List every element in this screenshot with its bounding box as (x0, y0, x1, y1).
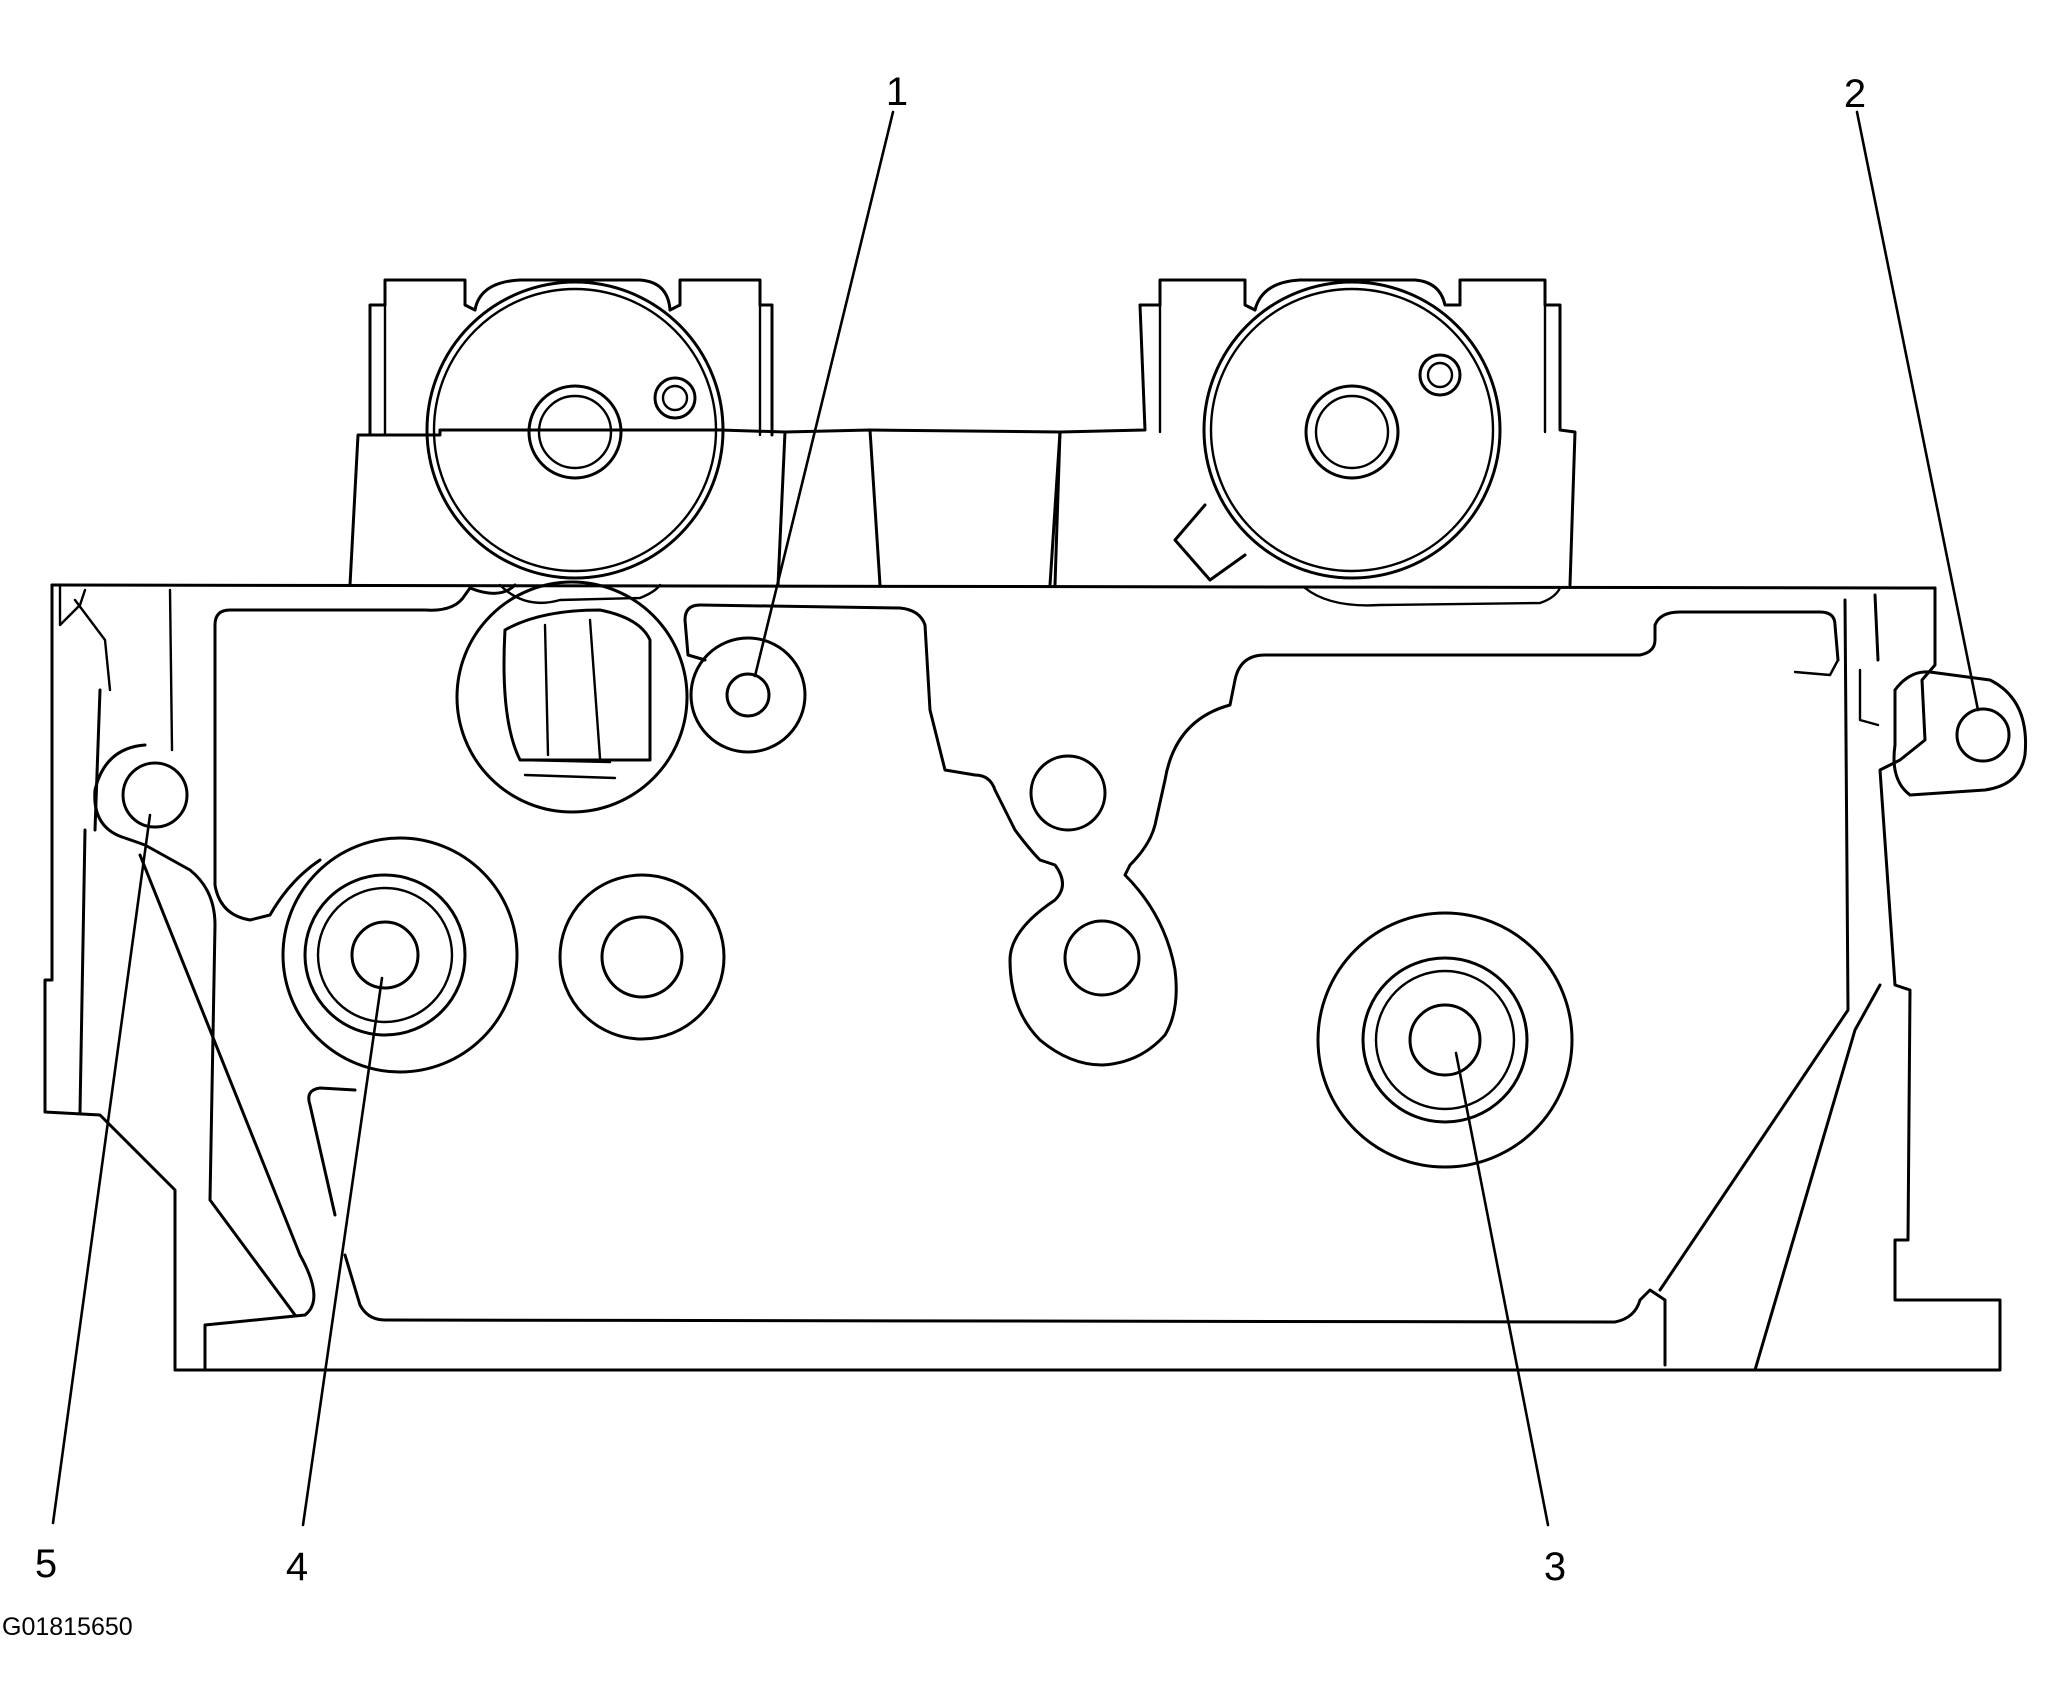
cam-sprocket-right (1173, 280, 1502, 582)
cam-sprocket-left (425, 280, 725, 580)
cylinder-head-casting (43, 580, 2028, 1372)
leader-line-2 (1855, 110, 1980, 712)
cam-housing-right (1053, 278, 1577, 587)
callout-label-1: 1 (886, 70, 908, 114)
leader-line-4 (301, 976, 384, 1527)
leader-line-1 (753, 110, 895, 678)
figure-id-label: G01815650 (2, 1613, 133, 1641)
leader-lines (51, 110, 1980, 1527)
leader-line-5 (51, 813, 152, 1525)
cam-housing-left (348, 278, 1062, 587)
callout-label-3: 3 (1544, 1545, 1566, 1589)
callout-label-5: 5 (35, 1542, 57, 1586)
callout-label-2: 2 (1844, 72, 1866, 116)
callout-label-4: 4 (286, 1545, 308, 1589)
callout-labels: 1 2 3 4 5 (35, 70, 1866, 1589)
leader-line-3 (1454, 1051, 1550, 1527)
